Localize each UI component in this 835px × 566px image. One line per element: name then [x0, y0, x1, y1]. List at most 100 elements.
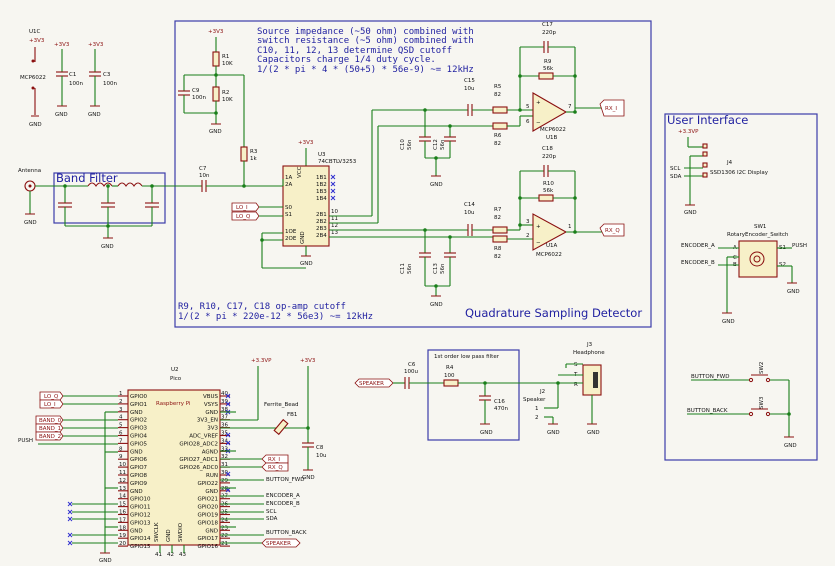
j3-ref: J3 — [586, 342, 593, 348]
u1a-plus: + — [536, 224, 541, 230]
rx-q-label-pico: RX_Q — [261, 462, 289, 472]
j2-speaker-connector: J2 Speaker 1 2 GND — [523, 383, 560, 436]
u2-right-pin-name: GPIO28_ADC2 — [179, 441, 218, 447]
j2-value: Speaker — [523, 397, 546, 403]
u2-left-pin-num: 3 — [119, 407, 123, 413]
lo-i-text-pico: LO_I — [44, 402, 56, 408]
u2-right-pin-name: 3V3 — [207, 426, 218, 432]
c7-value: 10n — [199, 173, 210, 179]
r1-value: 10K — [222, 61, 233, 67]
u3-pin-s0: S0 — [285, 205, 292, 211]
u3-pin-2oe: 2OE — [285, 236, 297, 242]
speaker-text-audio: SPEAKER — [359, 381, 384, 387]
j3-pin-s: S — [574, 362, 578, 368]
c11-gnd: GND — [430, 302, 443, 308]
qsd-title: Quadrature Sampling Detector — [465, 306, 642, 320]
speaker-label-pico: SPEAKER — [261, 538, 301, 548]
c11-value: 56n — [407, 263, 413, 274]
u1c-gnd-label: GND — [29, 122, 42, 128]
u2-left-pin-num: 14 — [119, 494, 126, 500]
c16-gnd: GND — [480, 430, 493, 436]
c16-value: 470n — [494, 406, 508, 412]
sw1-s2-gnd: GND — [787, 289, 800, 295]
r5-resistor — [492, 106, 508, 114]
opamp-note-line2: 1/(2 * pi * 220e-12 * 56e3) ~= 12kHz — [178, 312, 373, 322]
pico-left-nc-marks — [67, 501, 118, 546]
u2-right-pin-name: GPIO19 — [197, 513, 218, 519]
c1-ref: C1 — [69, 72, 76, 78]
u1b-plus: + — [536, 100, 541, 106]
u2-left-pin-name: GPIO6 — [130, 457, 148, 463]
u2-right-pin-name: GPIO20 — [197, 505, 218, 511]
u2-right-pin-name: GPIO21 — [197, 497, 218, 503]
band-0-label: BAND_0 — [35, 415, 64, 425]
u3-mux: +3V3 U3 74CBTLV3253 1A 2A S0 S1 1OE 2OE … — [282, 140, 357, 267]
u2-left-pin-name: GND — [130, 449, 143, 455]
u2-left-pin-name: GPIO8 — [130, 473, 148, 479]
sw1-pin-s2: S2 — [779, 262, 786, 268]
u2-left-pin-num: 8 — [119, 446, 123, 452]
u1a-pin2: 2 — [526, 233, 530, 239]
u2-right-pin-name: VBUS — [203, 394, 219, 400]
u3-pin-1b1: 1B1 — [316, 175, 327, 181]
band-1-text: BAND_1 — [39, 426, 61, 432]
bias-network: +3V3 R1 10K R2 10K GND C9 100n R3 1k — [178, 29, 258, 186]
c6-ref: C6 — [408, 362, 416, 368]
r5-value: 82 — [494, 92, 501, 98]
c3-supply: +3V3 — [88, 42, 104, 48]
rx-i-text-upper: RX_I — [605, 106, 617, 112]
j3-pin-r: R — [574, 382, 578, 388]
u2-right-pin-name: GPIO26_ADC0 — [179, 465, 218, 471]
lpf-title: 1st order low pass filter — [434, 354, 500, 360]
u2-right-pin-num: 40 — [221, 391, 228, 397]
sw2-button-fwd: BUTTON_FWD SW2 — [691, 362, 789, 383]
u2-left-pin-num: 6 — [119, 431, 123, 437]
c8-supply: +3V3 — [300, 358, 316, 364]
lo-i-text-u3: LO_I — [236, 205, 248, 211]
c10-gnd: GND — [430, 182, 443, 188]
user-interface-box — [664, 113, 818, 461]
pico-scl: SCL — [266, 509, 277, 515]
pico-sda: SDA — [266, 516, 278, 522]
fb1-ref: FB1 — [287, 412, 297, 418]
c3-capacitor: +3V3 C3 100n GND — [88, 42, 117, 118]
u2-right-pin-num: 39 — [221, 399, 228, 405]
c10-c12-caps: C10 56n C12 56n GND — [400, 108, 456, 188]
sw1-gnd: GND — [722, 319, 735, 325]
antenna-gnd: GND — [24, 220, 37, 226]
c8-capacitor: +3V3 C8 10u GND — [300, 358, 326, 481]
sw1-pin-c: C — [733, 255, 737, 261]
j4-scl: SCL — [670, 166, 681, 172]
j3-value: Headphone — [573, 350, 605, 356]
u3-pinnum-11: 11 — [331, 216, 338, 222]
bias-gnd: GND — [209, 129, 222, 135]
rx-i-label-upper: RX_I — [599, 99, 625, 117]
j4-gnd: GND — [684, 210, 697, 216]
pico-encoder-a: ENCODER_A — [266, 493, 300, 499]
rx-i-text-pico: RX_I — [268, 457, 280, 463]
u1a-pin3: 3 — [526, 219, 530, 225]
u3-pin-2a: 2A — [285, 182, 292, 188]
u3-gnd: GND — [300, 261, 313, 267]
u2-left-pin-num: 12 — [119, 478, 126, 484]
lo-q-label-pico: LO_Q — [39, 391, 64, 401]
u3-pin-2b1: 2B1 — [316, 212, 327, 218]
fb1-supply: +3.3VP — [251, 358, 272, 364]
u2-right-pin-num: 21 — [221, 541, 228, 547]
u2-left-pin-name: GPIO1 — [130, 402, 147, 408]
u2-left-pin-num: 2 — [119, 399, 123, 405]
speaker-text-pico: SPEAKER — [266, 541, 291, 547]
j4-supply: +3.3VP — [678, 129, 699, 135]
qsd-section-box — [174, 20, 652, 328]
j2-pin2: 2 — [535, 415, 539, 421]
u1b-pin6: 6 — [526, 119, 530, 125]
u3-pin-vcc: VCC — [297, 166, 303, 178]
u2-left-pin-name: GPIO14 — [130, 536, 151, 542]
sw1-rotary-encoder: SW1 RotaryEncoder_Switch A C B S1 S2 ENC… — [681, 224, 807, 325]
u1a-pin1: 1 — [568, 224, 572, 230]
u2-left-pin-name: GPIO11 — [130, 505, 151, 511]
u2-left-pin-name: GND — [130, 410, 143, 416]
c8-gnd: GND — [302, 475, 315, 481]
